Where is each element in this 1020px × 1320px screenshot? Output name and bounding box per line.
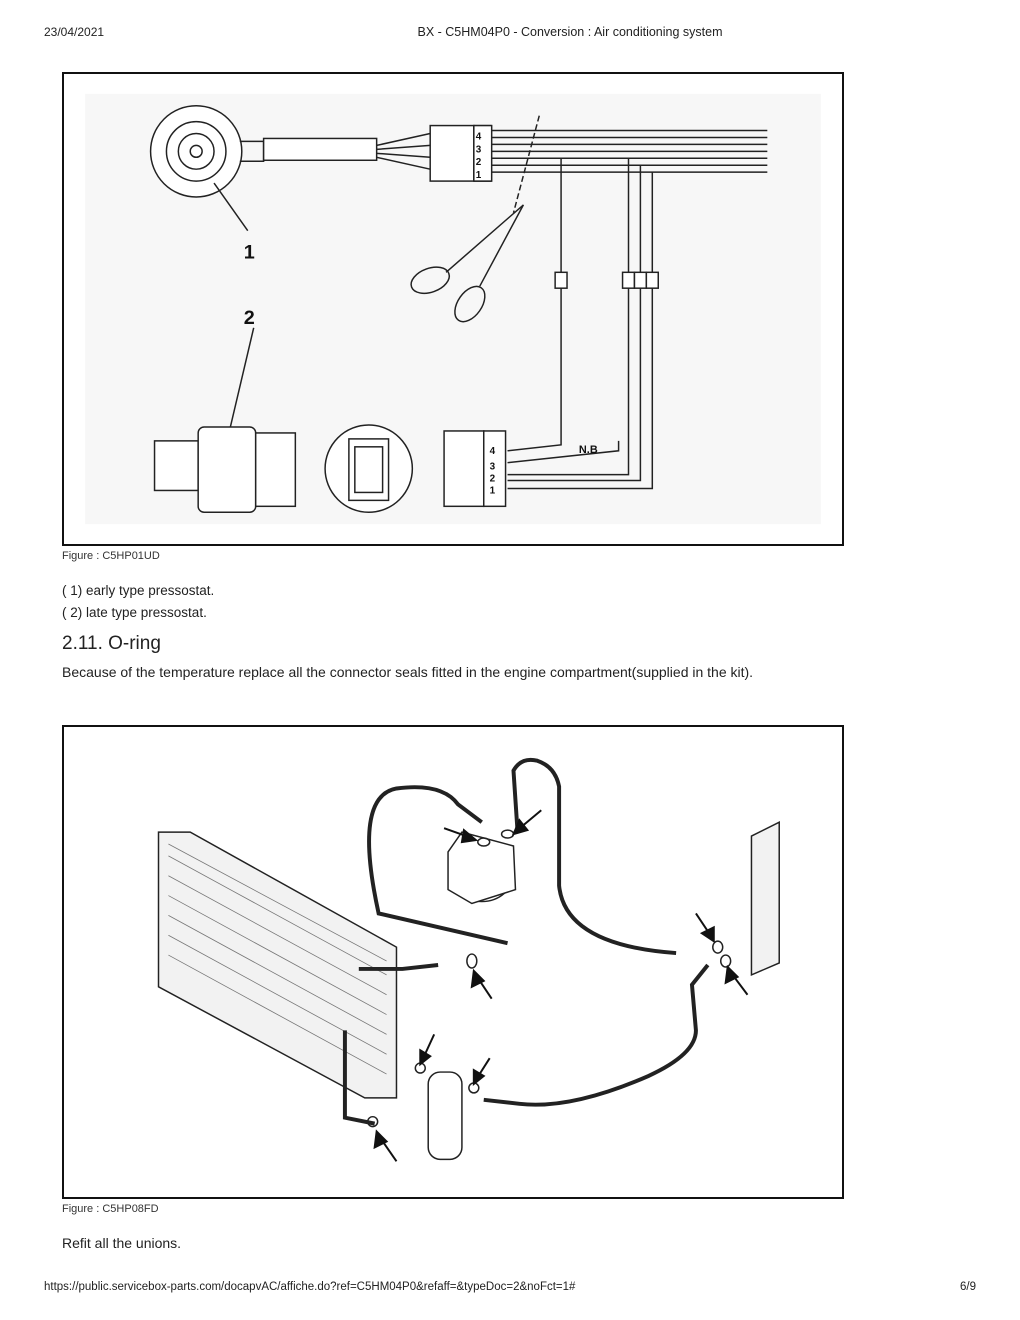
figure1-pin-4: 4 [476,131,482,142]
section-title: 2.11. O-ring [62,633,161,654]
figure1-pin-2: 2 [476,157,482,168]
figure1-label-2: 2 [244,307,255,329]
footer-page-number: 6/9 [960,1281,976,1293]
figure1-pin-1: 1 [476,170,482,181]
figure1-socket-pin-2: 2 [490,474,496,485]
o-ring-drawing [157,757,780,1162]
figure-o-ring-locations [62,725,844,1199]
header-date: 23/04/2021 [44,25,105,39]
figure1-socket-pin-4: 4 [490,446,496,457]
figure1-label-1: 1 [244,241,255,263]
figure1-nb-label: N.B [579,444,598,456]
closing-text: Refit all the unions. [62,1235,182,1251]
figure2-caption: Figure : C5HP08FD [62,1203,159,1215]
pressostat-wiring-drawing: 1 2 4 3 2 1 4 3 2 1 N.B [85,93,821,525]
header-title: BX - C5HM04P0 - Conversion : Air conditi… [417,25,723,39]
figure-pressostat-wiring: 1 2 4 3 2 1 4 3 2 1 N.B [62,72,844,546]
figure1-socket-pin-3: 3 [490,462,496,473]
footer-url[interactable]: https://public.servicebox-parts.com/doca… [44,1281,576,1293]
figure1-caption: Figure : C5HP01UD [62,550,160,562]
figure1-socket-pin-1: 1 [490,485,496,496]
legend-item-1: ( 1) early type pressostat. [62,583,215,598]
figure1-pin-3: 3 [476,144,482,155]
section-text: Because of the temperature replace all t… [62,664,754,680]
legend-item-2: ( 2) late type pressostat. [62,605,207,620]
